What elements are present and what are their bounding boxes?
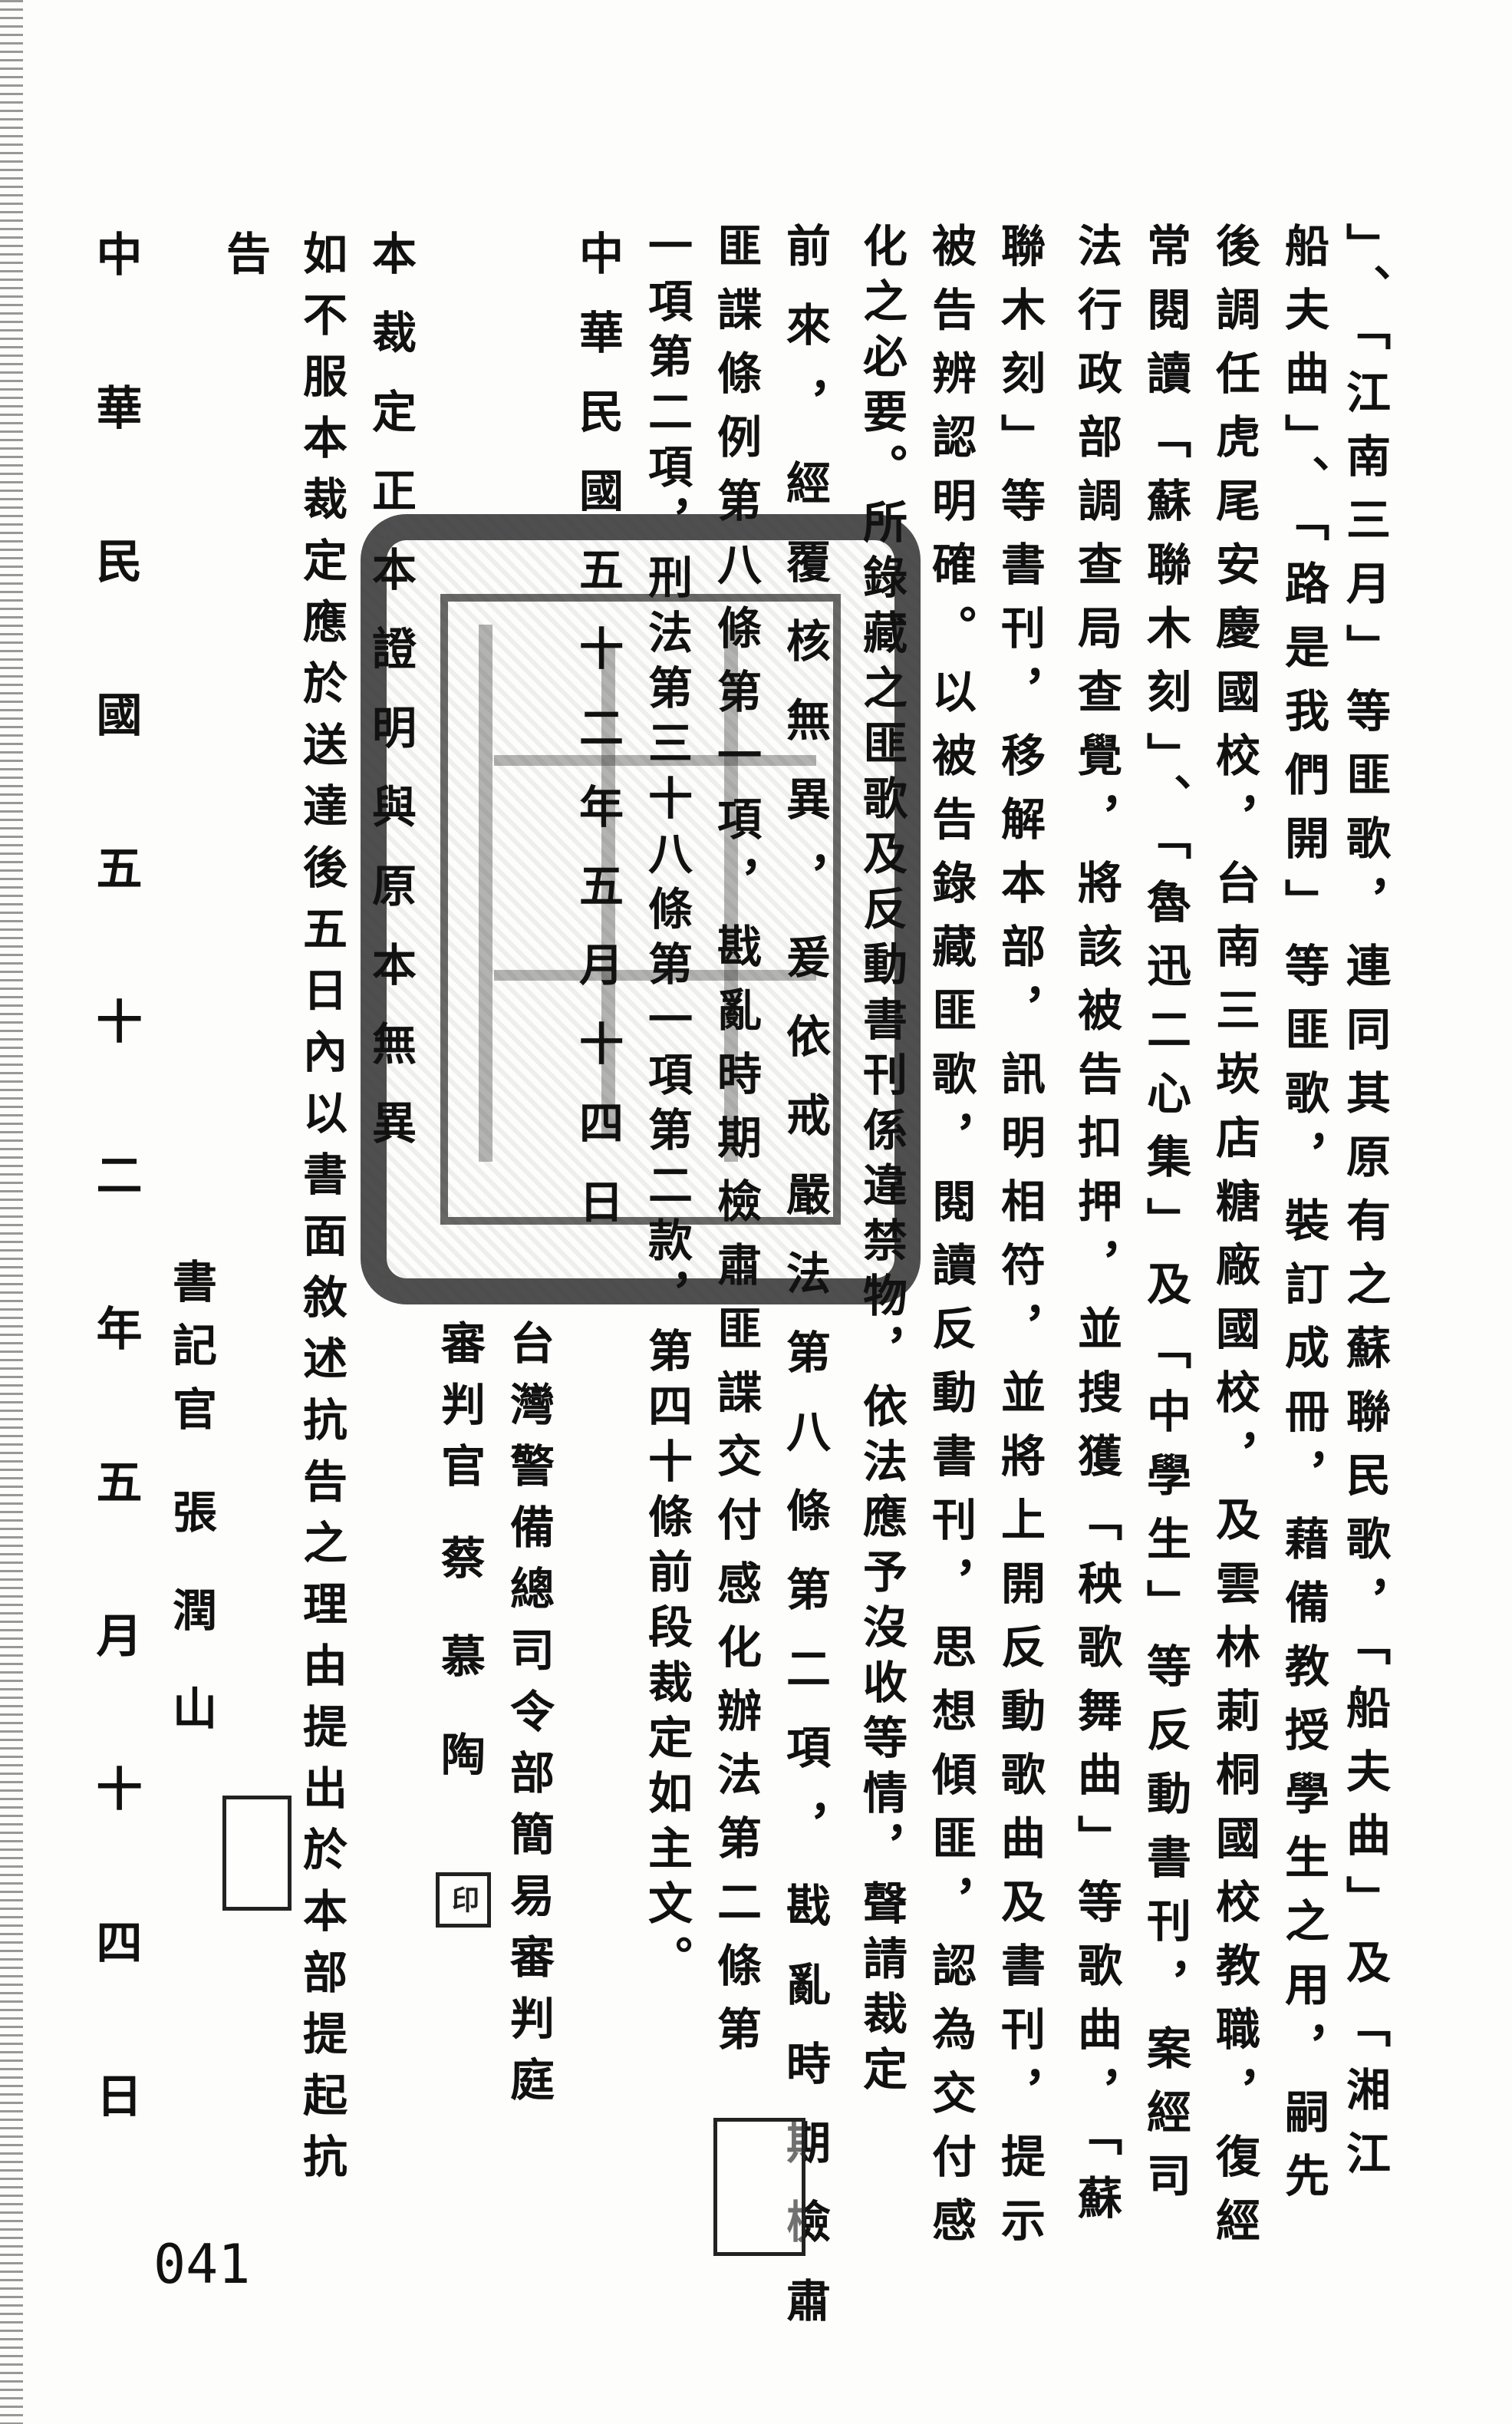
judge-title: 審判官 [433, 1320, 486, 1504]
body-column-2: 船夫曲」、「路是我們開」等匪歌，裝訂成冊，藉備教授學生之用，嗣先 [1277, 223, 1329, 2216]
body-column-8: 化之必要。所錄藏之匪歌及反動書刊係違禁物，依法應予沒收等情，聲請裁定 [855, 223, 908, 2101]
appeal-notice-1: 如不服本裁定應於送達後五日內以書面敘述抗告之理由提出於本部提起抗 [295, 230, 348, 2195]
appeal-notice-2: 告 [219, 230, 271, 294]
body-column-11: 一項第二項，刑法第三十八條第一項第二款，第四十條前段裁定如主文。 [641, 223, 693, 1990]
body-column-3: 後調任虎尾安慶國校，台南三崁店糖廠國校，及雲林莿桐國校教職，復經 [1208, 223, 1260, 2261]
official-seal-inner-border [440, 594, 841, 1225]
seal-stroke [479, 625, 492, 1162]
certification-text: 本裁定正本證明與原本無異 [364, 230, 417, 1179]
seal-stroke [494, 755, 816, 766]
body-column-4: 常閱讀「蘇聯木刻」、「魯迅二心集」及「中學生」等反動書刊，案經司 [1139, 223, 1191, 2216]
seal-stroke [494, 970, 816, 981]
body-column-10: 匪諜條例第八條第一項，戡亂時期檢肅匪諜交付感化辦法第二條第 [710, 223, 762, 2069]
court-date: 中華民國五十二年五月十四日 [572, 230, 624, 1258]
clerk-seal-2 [713, 2118, 805, 2256]
clerk-name: 張潤山 [165, 1489, 217, 1783]
body-column-7: 被告辨認明確。以被告錄藏匪歌，閱讀反動書刊，思想傾匪，認為交付感 [924, 223, 977, 2261]
court-name: 台灣警備總司令部簡易審判庭 [502, 1320, 555, 2118]
seal-stroke [724, 625, 738, 1162]
body-column-6: 聯木刻」等書刊，移解本部，訊明相符，並將上開反動歌曲及書刊，提示 [993, 223, 1046, 2261]
scan-edge [0, 0, 23, 2424]
issue-date: 中華民國五十二年五月十四日 [88, 230, 142, 2225]
clerk-seal [222, 1796, 292, 1911]
body-column-5: 法行政部調查局查覺，將該被告扣押，並搜獲「秧歌舞曲」等歌曲，「蘇 [1070, 223, 1122, 2238]
body-column-9: 前來，經覆核無異，爰依戒嚴法第八條第二項，戡亂時期檢肅 [779, 223, 831, 2356]
body-column-1: 」、「江南三月」等匪歌，連同其原有之蘇聯民歌，「船夫曲」及「湘江 [1339, 223, 1391, 2194]
judge-seal: 印 [436, 1872, 491, 1928]
page-number: 041 [153, 2233, 251, 2296]
judge-name: 蔡慕陶 [433, 1535, 486, 1829]
clerk-title: 書記官 [165, 1258, 217, 1449]
official-seal [361, 514, 921, 1304]
seal-stroke [601, 648, 615, 1139]
